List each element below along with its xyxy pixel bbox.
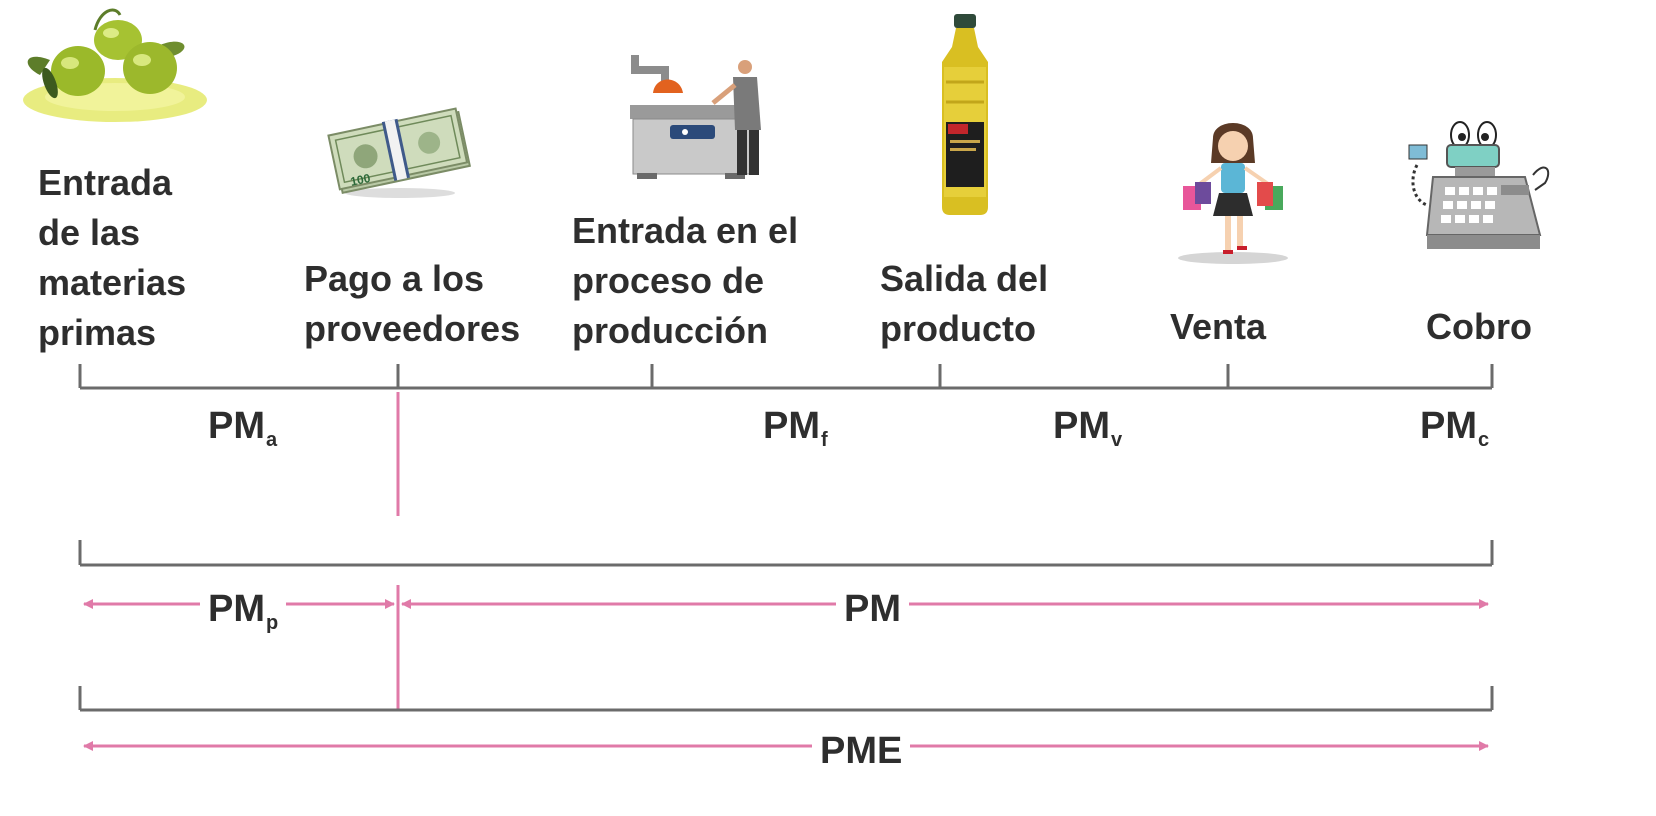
- period-label-pmf: PMf: [755, 405, 836, 452]
- event-label-salida-producto: Salida del producto: [880, 258, 1049, 349]
- period-label-pme: PME: [812, 730, 911, 773]
- event-label-pago-proveedores: Pago a los proveedores: [304, 258, 521, 349]
- event-label-entrada-materias: Entrada de las materias primas: [38, 162, 187, 353]
- banknotes-icon: 100: [327, 107, 472, 198]
- cash-register-icon: [1408, 121, 1550, 249]
- olives-icon: [23, 8, 207, 122]
- period-label-pma: PMa: [200, 405, 286, 452]
- factory-worker-icon: [630, 55, 761, 179]
- event-label-entrada-produccion: Entrada en el proceso de producción: [572, 210, 799, 351]
- event-label-venta: Venta: [1170, 306, 1267, 347]
- period-label-pm: PM: [836, 588, 909, 631]
- bracket-bottom: [78, 686, 1494, 712]
- event-label-cobro: Cobro: [1426, 306, 1532, 347]
- period-label-pmc: PMc: [1412, 405, 1498, 452]
- period-label-pmp: PMp: [200, 588, 287, 635]
- bracket-middle: [78, 540, 1494, 567]
- shopper-icon: [1178, 123, 1288, 264]
- period-label-pmv: PMv: [1045, 405, 1131, 452]
- timeline-main: [78, 364, 1494, 390]
- oil-bottle-icon: [942, 14, 988, 215]
- svg-text:100: 100: [349, 171, 372, 189]
